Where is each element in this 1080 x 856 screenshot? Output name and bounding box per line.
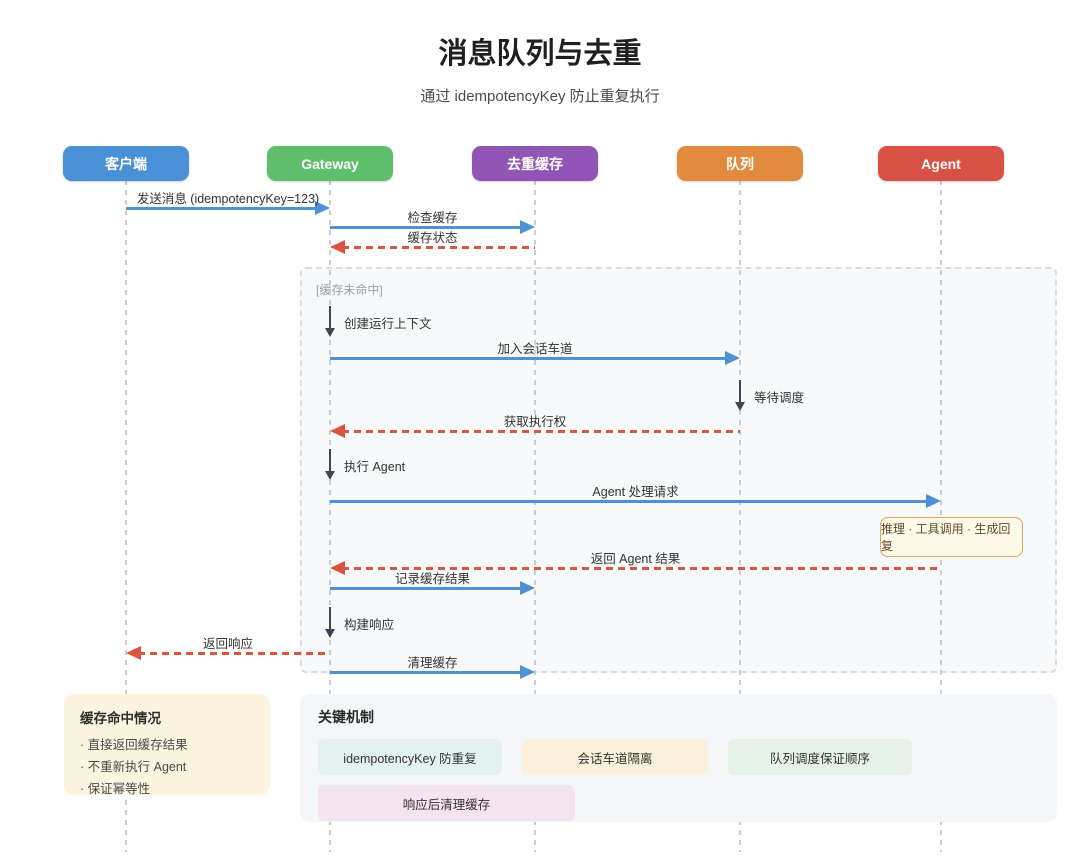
- cache-hit-item: · 直接返回缓存结果: [80, 738, 188, 752]
- mechanism-pill-row-2: 响应后清理缓存: [318, 785, 1039, 821]
- self-arrow-line: [739, 380, 741, 404]
- message-label: 等待调度: [754, 391, 805, 405]
- mechanism-pill-row-1: idempotencyKey 防重复会话车道隔离队列调度保证顺序: [318, 739, 1039, 775]
- message-label: 缓存状态: [407, 231, 458, 245]
- lifeline-queue: [739, 180, 741, 852]
- message-label: 清理缓存: [407, 656, 458, 670]
- message-arrow-head: [315, 201, 330, 215]
- message-arrow-head: [520, 220, 535, 234]
- lifeline-gateway: [329, 180, 331, 852]
- page-subtitle: 通过 idempotencyKey 防止重复执行: [420, 88, 660, 105]
- actor-client: 客户端: [63, 146, 189, 181]
- message-arrow-line: [330, 357, 728, 360]
- actor-dedup: 去重缓存: [472, 146, 598, 181]
- actor-queue: 队列: [677, 146, 803, 181]
- message-arrow-line: [342, 567, 941, 570]
- lifeline-dedup: [534, 180, 536, 852]
- self-arrow-line: [329, 306, 331, 330]
- message-arrow-head: [725, 351, 740, 365]
- page-title: 消息队列与去重: [438, 38, 642, 70]
- mechanism-pill: 队列调度保证顺序: [728, 739, 912, 775]
- mechanism-pill: 会话车道隔离: [522, 739, 708, 775]
- message-label: 创建运行上下文: [344, 317, 432, 331]
- key-mechanisms-panel: 关键机制 idempotencyKey 防重复会话车道隔离队列调度保证顺序 响应…: [300, 694, 1057, 822]
- agent-note-box: 推理 · 工具调用 · 生成回复: [880, 517, 1023, 557]
- key-mechanisms-title: 关键机制: [318, 709, 374, 725]
- message-label: 发送消息 (idempotencyKey=123): [136, 192, 320, 206]
- self-arrow-line: [329, 449, 331, 473]
- message-arrow-line: [342, 246, 535, 249]
- cache-hit-list: · 直接返回缓存结果 · 不重新执行 Agent · 保证幂等性: [80, 734, 254, 800]
- message-arrow-head: [126, 646, 141, 660]
- message-arrow-line: [330, 671, 523, 674]
- message-arrow-line: [330, 226, 523, 229]
- self-arrow-head: [325, 328, 335, 337]
- lifeline-client: [125, 180, 127, 852]
- lifeline-agent: [940, 180, 942, 852]
- message-arrow-line: [330, 500, 929, 503]
- message-label: 获取执行权: [503, 415, 567, 429]
- self-arrow-line: [329, 607, 331, 631]
- message-arrow-head: [520, 581, 535, 595]
- message-label: 记录缓存结果: [394, 572, 471, 586]
- message-arrow-head: [330, 561, 345, 575]
- message-arrow-line: [342, 430, 740, 433]
- message-label: 构建响应: [344, 618, 395, 632]
- message-label: 加入会话车道: [497, 342, 573, 356]
- message-label: 返回响应: [202, 637, 254, 651]
- self-arrow-head: [325, 471, 335, 480]
- mechanism-pill: idempotencyKey 防重复: [318, 739, 502, 775]
- message-label: 执行 Agent: [344, 460, 406, 474]
- actor-gateway: Gateway: [267, 146, 393, 181]
- message-arrow-head: [330, 424, 345, 438]
- cache-hit-title: 缓存命中情况: [80, 711, 161, 726]
- actor-agent: Agent: [878, 146, 1004, 181]
- message-label: 返回 Agent 结果: [590, 552, 681, 566]
- message-arrow-head: [330, 240, 345, 254]
- message-arrow-head: [520, 665, 535, 679]
- message-arrow-line: [126, 207, 318, 210]
- message-label: 检查缓存: [407, 211, 458, 225]
- mechanism-pill: 响应后清理缓存: [318, 785, 575, 821]
- alt-frame-cache-miss: [缓存未命中]: [300, 267, 1057, 673]
- message-arrow-head: [926, 494, 941, 508]
- cache-hit-item: · 保证幂等性: [80, 782, 151, 796]
- cache-hit-item: · 不重新执行 Agent: [80, 760, 187, 774]
- self-arrow-head: [325, 629, 335, 638]
- cache-hit-panel: 缓存命中情况 · 直接返回缓存结果 · 不重新执行 Agent · 保证幂等性: [64, 694, 270, 796]
- message-arrow-line: [138, 652, 330, 655]
- frame-label: [缓存未命中]: [316, 283, 383, 297]
- self-arrow-head: [735, 402, 745, 411]
- message-label: Agent 处理请求: [592, 485, 679, 499]
- message-arrow-line: [330, 587, 523, 590]
